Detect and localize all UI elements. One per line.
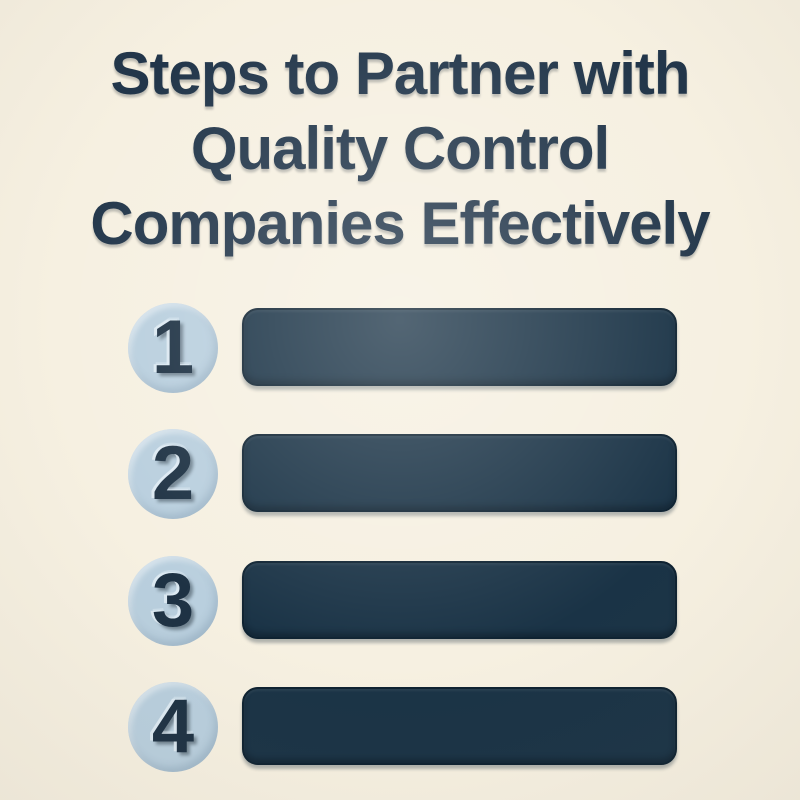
step-row-4: 4 bbox=[0, 682, 800, 772]
step-bar-2 bbox=[242, 434, 677, 512]
step-number-badge-1: 1 bbox=[128, 303, 218, 393]
title-line-3: Companies Effectively bbox=[90, 190, 710, 257]
step-number-label: 2 bbox=[151, 431, 195, 516]
step-bar-1 bbox=[242, 308, 677, 386]
step-bar-3 bbox=[242, 561, 677, 639]
step-row-3: 3 bbox=[0, 556, 800, 646]
step-number-badge-3: 3 bbox=[128, 556, 218, 646]
title-line-1: Steps to Partner with bbox=[110, 40, 690, 107]
step-number-badge-2: 2 bbox=[128, 429, 218, 519]
step-row-2: 2 bbox=[0, 429, 800, 519]
step-row-1: 1 bbox=[0, 303, 800, 393]
page-title: Steps to Partner with Quality Control Co… bbox=[0, 36, 800, 261]
step-bar-4 bbox=[242, 687, 677, 765]
step-number-label: 1 bbox=[151, 305, 195, 390]
step-number-label: 3 bbox=[151, 558, 195, 643]
title-line-2: Quality Control bbox=[190, 115, 610, 182]
step-number-badge-4: 4 bbox=[128, 682, 218, 772]
step-number-label: 4 bbox=[151, 684, 195, 769]
